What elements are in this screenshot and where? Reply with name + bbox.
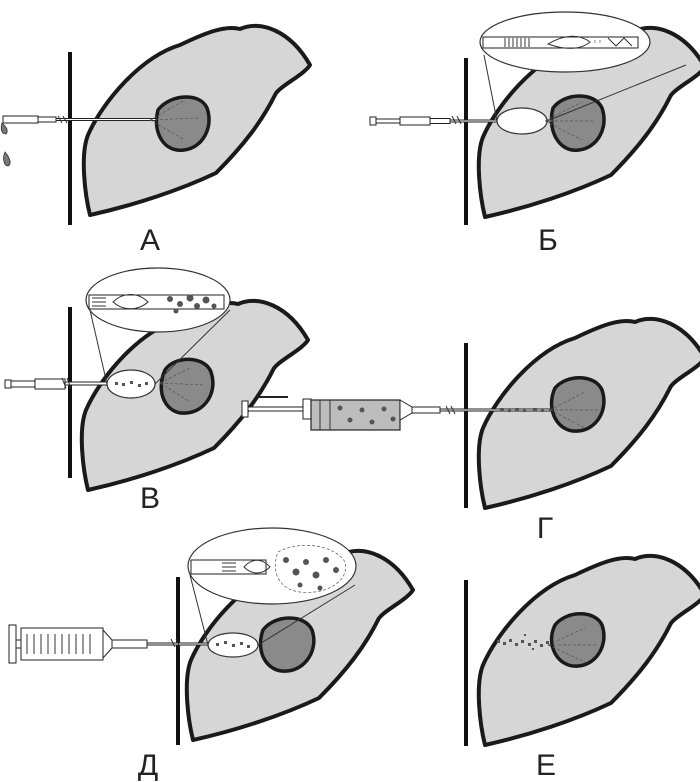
panel-b: Б — [369, 11, 700, 257]
cell-trail — [497, 634, 549, 650]
tumor — [549, 612, 606, 668]
panel-e: Е — [464, 553, 700, 782]
zoom-lines — [89, 309, 231, 385]
tumor — [258, 616, 316, 673]
tumor — [154, 95, 211, 152]
syringe — [241, 398, 551, 431]
zoom-lines — [483, 54, 687, 122]
needle — [2, 99, 199, 141]
cell-clusters — [115, 381, 148, 387]
magnified-view — [187, 527, 357, 605]
panel-label-b: Б — [538, 224, 558, 257]
tumor — [549, 94, 606, 152]
panel-label-e: Е — [536, 749, 556, 782]
magnifier-small — [496, 107, 548, 135]
panel-a: А — [0, 23, 312, 257]
fluid-drops — [0, 122, 11, 167]
panel-label-v: В — [140, 482, 160, 515]
panel-label-d: Д — [138, 749, 158, 782]
zoom-lines — [189, 574, 356, 646]
magnified-view — [85, 267, 231, 333]
panel-label-g: Г — [537, 512, 553, 545]
cell-trail — [500, 408, 544, 412]
panel-v: В — [4, 267, 310, 515]
panel-g: Г — [241, 316, 700, 545]
cell-clusters — [216, 641, 250, 648]
tumor — [159, 357, 215, 415]
panel-label-a: А — [140, 224, 160, 257]
magnified-view — [479, 11, 651, 73]
tumor — [549, 376, 606, 433]
panel-d: Д — [8, 527, 415, 782]
syringe — [8, 624, 258, 664]
